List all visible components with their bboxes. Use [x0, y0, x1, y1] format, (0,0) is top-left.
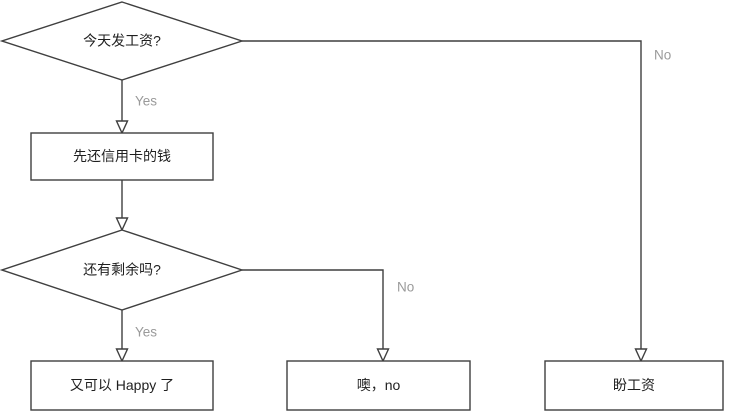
arrowhead-payday-yes: [115, 120, 129, 135]
edge-remaining-no: [242, 269, 384, 354]
node-decision-payday[interactable]: [0, 1, 245, 81]
node-terminal-wait-salary[interactable]: [544, 360, 724, 411]
node-terminal-happy-label: 又可以 Happy 了: [70, 377, 174, 393]
arrowhead-remaining-yes: [115, 348, 129, 363]
node-decision-remaining-label: 还有剩余吗?: [83, 262, 161, 278]
arrowhead-remaining-no: [376, 348, 390, 363]
node-decision-remaining[interactable]: [0, 229, 245, 311]
arrowhead-repay-to-remaining: [115, 217, 129, 232]
node-process-repay-card[interactable]: [30, 132, 214, 181]
edge-label-payday-no: No: [654, 48, 671, 63]
edge-label-remaining-no: No: [397, 280, 414, 295]
node-terminal-oh-no[interactable]: [286, 360, 471, 411]
node-terminal-happy[interactable]: [30, 360, 214, 411]
arrowhead-payday-no: [634, 348, 648, 363]
edge-label-remaining-yes: Yes: [135, 325, 157, 340]
node-process-repay-card-label: 先还信用卡的钱: [73, 148, 171, 164]
edge-label-payday-yes: Yes: [135, 94, 157, 109]
node-terminal-wait-salary-label: 盼工资: [613, 377, 655, 393]
edge-payday-no: [242, 40, 642, 354]
node-decision-payday-label: 今天发工资?: [83, 33, 161, 49]
node-terminal-oh-no-label: 噢，no: [357, 377, 401, 393]
